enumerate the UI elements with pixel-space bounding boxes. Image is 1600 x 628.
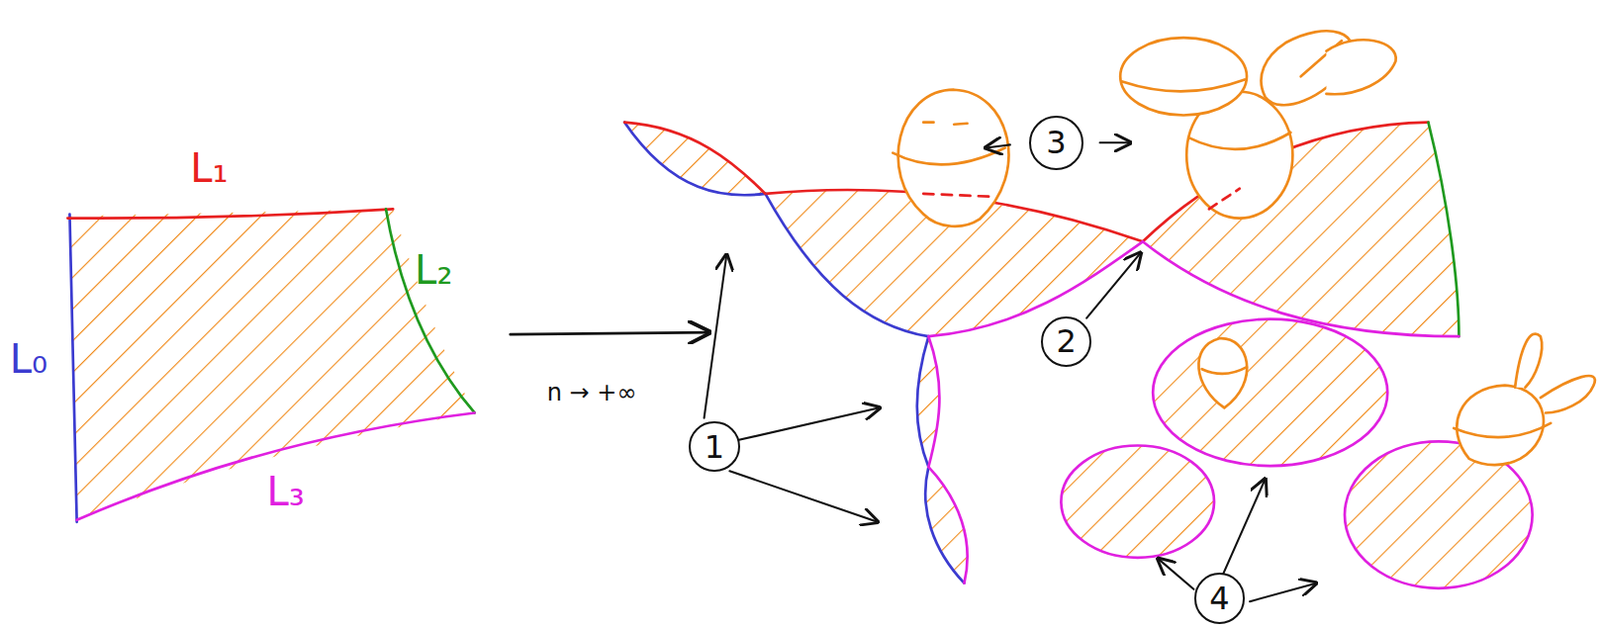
- callout-circle: 1: [688, 421, 741, 473]
- callout-circle: 2: [1040, 316, 1093, 369]
- callout-circle: 3: [1029, 115, 1085, 172]
- callout-number: 1: [704, 431, 725, 464]
- boundary-label: L₀: [9, 339, 48, 379]
- boundary-label: L₃: [267, 471, 305, 512]
- boundary-label: L₁: [189, 148, 228, 189]
- callout-number: 2: [1055, 325, 1076, 358]
- callout-number: 4: [1209, 582, 1229, 615]
- callout-number: 3: [1045, 126, 1066, 159]
- callout-circle: 4: [1194, 572, 1246, 625]
- limit-label: n → +∞: [547, 380, 638, 405]
- boundary-label: L₂: [414, 250, 453, 290]
